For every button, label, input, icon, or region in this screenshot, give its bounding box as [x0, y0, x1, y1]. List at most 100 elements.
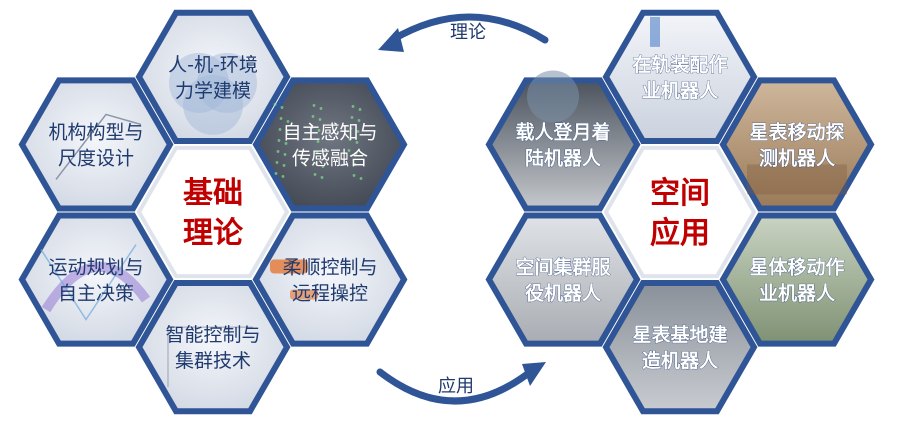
hex-label-line: 自主感知与: [282, 121, 377, 143]
point-cloud-decor: [275, 161, 279, 164]
point-cloud-decor: [278, 128, 282, 131]
hex-shape: [602, 9, 758, 144]
point-cloud-decor: [351, 105, 355, 108]
hex-label-line: 在轨装配作: [632, 53, 727, 76]
hex-label-line: 载人登月着: [515, 120, 610, 143]
point-cloud-decor: [358, 108, 362, 111]
hex-label-line: 业机器人: [759, 283, 836, 305]
point-cloud-decor: [279, 117, 283, 120]
point-cloud-decor: [273, 103, 277, 106]
point-cloud-decor: [320, 176, 324, 179]
hex-shape: [18, 77, 174, 212]
center-title-line: 空间: [650, 176, 710, 211]
hex-label-line: 造机器人: [642, 349, 719, 372]
hex-label-line: 柔顺控制与: [282, 257, 377, 279]
point-cloud-decor: [286, 120, 290, 123]
venn-circle-decor: [169, 52, 229, 113]
point-cloud-decor: [283, 153, 287, 156]
point-cloud-decor: [352, 174, 356, 177]
venn-circle-decor: [197, 52, 257, 113]
hex-shape: [719, 77, 875, 212]
point-cloud-decor: [315, 151, 319, 154]
space-application-cluster: 在轨装配作业机器人星表移动探测机器人星体移动作业机器人星表基地建造机器人空间集群…: [485, 9, 875, 415]
hex-shape: [485, 77, 641, 212]
hex-shape: [135, 9, 291, 144]
hex-shape: [18, 212, 174, 347]
arrow-arc: [376, 368, 534, 405]
center-hex-shape: [603, 145, 757, 279]
hex-label-line: 机构构型与: [48, 121, 143, 143]
point-cloud-decor: [280, 106, 284, 109]
center-hex-shape: [136, 145, 290, 279]
point-cloud-decor: [274, 172, 278, 175]
hex-label-line: 力学建模: [175, 80, 251, 102]
point-cloud-decor: [319, 107, 323, 110]
hex-shape: [602, 280, 758, 415]
center-title-line: 理论: [183, 216, 244, 251]
hex-label-line: 自主决策: [58, 283, 134, 305]
hex-shape: [252, 77, 408, 212]
point-cloud-decor: [311, 115, 315, 118]
terrain-decor: [747, 164, 847, 195]
point-cloud-decor: [282, 164, 286, 167]
center-title-line: 应用: [650, 216, 710, 251]
point-cloud-decor: [281, 175, 285, 178]
point-cloud-decor: [277, 139, 281, 142]
application-arrow-label: 应用: [438, 376, 474, 397]
point-cloud-decor: [284, 142, 288, 145]
hex-label-line: 役机器人: [525, 282, 602, 305]
basic-theory-cluster: 人-机-环境力学建模自主感知与传感融合柔顺控制与远程操控智能控制与集群技术运动规…: [18, 9, 408, 415]
point-cloud-decor: [353, 163, 357, 166]
center-title-line: 基础: [183, 176, 243, 211]
truss-decor: [650, 16, 660, 47]
point-cloud-decor: [276, 150, 280, 153]
hex-label-line: 业机器人: [642, 80, 719, 102]
hex-shape: [252, 212, 408, 347]
point-cloud-decor: [313, 173, 317, 176]
earth-decor: [527, 70, 579, 123]
point-cloud-decor: [314, 162, 318, 165]
point-cloud-decor: [316, 140, 320, 143]
point-cloud-decor: [347, 149, 351, 152]
point-cloud-decor: [310, 126, 314, 129]
theory-arrow-label: 理论: [450, 22, 486, 43]
point-cloud-decor: [317, 129, 321, 132]
hex-label-line: 运动规划与: [48, 257, 143, 279]
point-cloud-decor: [318, 118, 322, 121]
point-cloud-decor: [312, 104, 316, 107]
robot-arm-decor: [270, 259, 308, 274]
hex-shape: [135, 280, 291, 415]
point-cloud-decor: [348, 138, 352, 141]
hex-label-line: 星表基地建: [632, 323, 727, 346]
hex-label-line: 测机器人: [759, 147, 836, 169]
hex-label-line: 智能控制与: [165, 324, 260, 346]
hex-label-line: 集群技术: [175, 350, 251, 372]
point-cloud-decor: [321, 165, 325, 168]
hex-label-line: 传感融合: [292, 147, 368, 169]
arrow-head-icon: [378, 28, 404, 52]
hex-label-line: 星表移动探: [749, 120, 844, 143]
hex-label-line: 人-机-环境: [168, 54, 258, 76]
theory-arrow: 理论: [378, 13, 549, 52]
hex-label-line: 尺度设计: [58, 147, 134, 169]
point-cloud-decor: [359, 177, 363, 180]
point-cloud-decor: [322, 154, 326, 157]
point-cloud-decor: [357, 119, 361, 122]
path-plan-decor: [40, 244, 137, 321]
mechanism-sketch-decor: [55, 113, 142, 180]
point-cloud-decor: [355, 141, 359, 144]
hex-label-line: 陆机器人: [525, 146, 602, 169]
hex-label-line: 星体移动作: [749, 256, 844, 279]
